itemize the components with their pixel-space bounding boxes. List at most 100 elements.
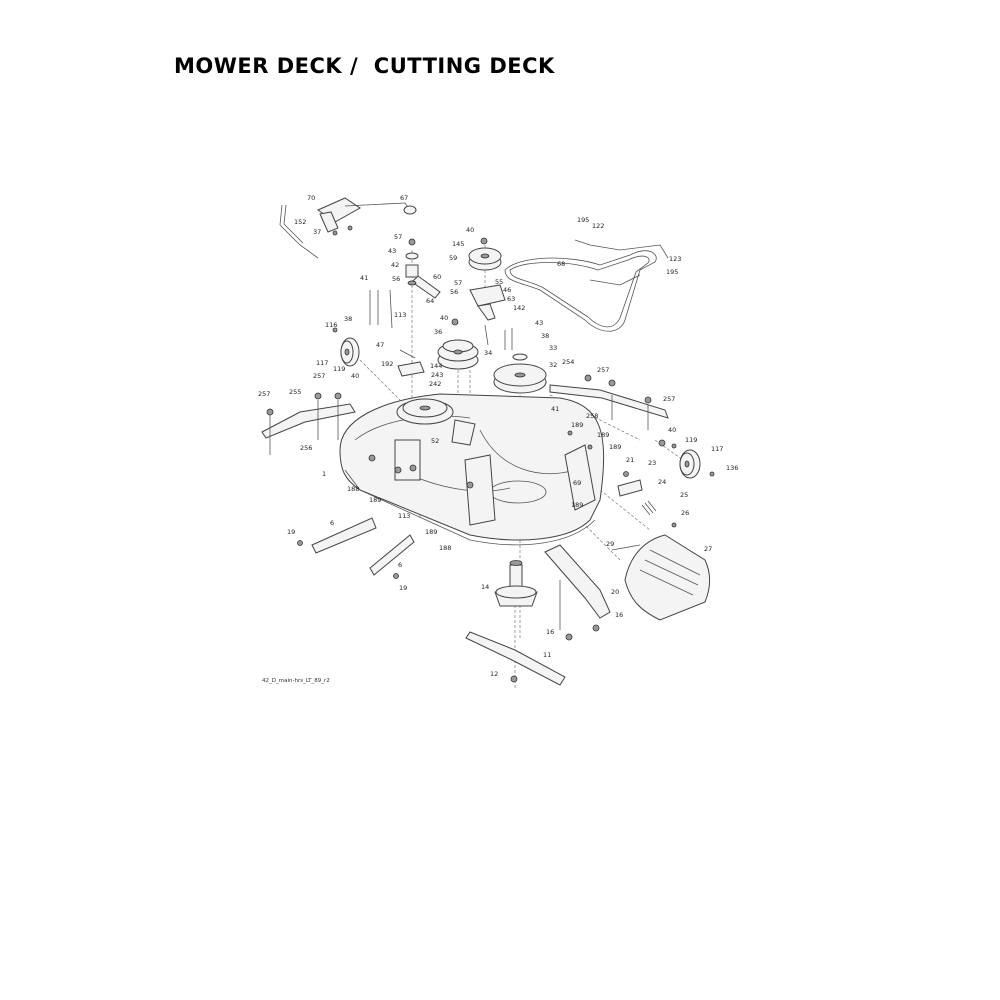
callout-c41b: 41 [551, 405, 559, 413]
callout-c256a: 256 [300, 444, 312, 452]
callout-c242: 242 [429, 380, 441, 388]
callout-c119a: 119 [333, 365, 345, 373]
callout-c257c: 257 [258, 390, 270, 398]
callout-c152: 152 [294, 218, 306, 226]
deck-shell [339, 393, 605, 546]
callout-c117b: 117 [711, 445, 723, 453]
callout-c243: 243 [431, 371, 443, 379]
callout-c188a: 188 [347, 485, 359, 493]
upper-pulley-stack [468, 237, 506, 346]
callout-c189d: 189 [369, 496, 381, 504]
callout-c40b: 40 [440, 314, 448, 322]
callout-c34: 34 [484, 349, 492, 357]
right-gauge-wheel [658, 439, 715, 479]
callout-c116: 116 [325, 321, 337, 329]
callout-c32: 32 [549, 361, 557, 369]
blade-spindle [494, 560, 538, 607]
callout-c52: 52 [431, 437, 439, 445]
callout-c59: 59 [449, 254, 457, 262]
chute-mount-parts [544, 471, 677, 641]
idler-arm-parts [369, 238, 459, 329]
left-deck-pulley [437, 339, 479, 370]
callout-c42: 42 [391, 261, 399, 269]
callout-c257a: 257 [313, 372, 325, 380]
lift-linkage-assembly [279, 197, 417, 259]
callout-c257b: 257 [597, 366, 609, 374]
callout-c21: 21 [626, 456, 634, 464]
callout-c26: 26 [681, 509, 689, 517]
callout-c69: 69 [573, 479, 581, 487]
callout-c43: 43 [388, 247, 396, 255]
callout-c41a: 41 [360, 274, 368, 282]
callout-c25: 25 [680, 491, 688, 499]
discharge-chute [624, 534, 710, 621]
callout-c189e: 189 [571, 501, 583, 509]
left-hanger-bracket [261, 392, 356, 455]
callout-c19b: 19 [399, 584, 407, 592]
callout-c119b: 119 [685, 436, 697, 444]
callout-c113b: 113 [398, 512, 410, 520]
callout-c63: 63 [507, 295, 515, 303]
callout-c47: 47 [376, 341, 384, 349]
callout-c67: 67 [400, 194, 408, 202]
callout-c136: 136 [726, 464, 738, 472]
callout-c122: 122 [592, 222, 604, 230]
callout-c258: 258 [586, 412, 598, 420]
callout-c23: 23 [648, 459, 656, 467]
callout-c142: 142 [513, 304, 525, 312]
callout-c27: 27 [704, 545, 712, 553]
callout-c68: 68 [557, 260, 565, 268]
right-deck-pulley [493, 328, 547, 394]
callout-c37: 37 [313, 228, 321, 236]
callout-c64: 64 [426, 297, 434, 305]
callout-c36: 36 [434, 328, 442, 336]
callout-c33: 33 [549, 344, 557, 352]
callout-c56b: 56 [450, 288, 458, 296]
callout-c56a: 56 [392, 275, 400, 283]
callout-c113a: 113 [394, 311, 406, 319]
callout-c16b: 16 [546, 628, 554, 636]
callout-c19a: 19 [287, 528, 295, 536]
callout-c144: 144 [430, 362, 442, 370]
callout-c195a: 195 [577, 216, 589, 224]
cutting-blade [465, 631, 566, 686]
callout-c189a: 189 [571, 421, 583, 429]
callout-c29: 29 [606, 540, 614, 548]
callout-c117a: 117 [316, 359, 328, 367]
callout-c40d: 40 [668, 426, 676, 434]
callout-c195b: 195 [666, 268, 678, 276]
callout-c254: 254 [562, 358, 574, 366]
callout-c38b: 38 [541, 332, 549, 340]
front-link-brackets [297, 517, 415, 579]
callout-c192: 192 [381, 360, 393, 368]
callout-c255: 255 [289, 388, 301, 396]
callout-c70: 70 [307, 194, 315, 202]
callout-c55: 55 [495, 278, 503, 286]
callout-c189c: 189 [609, 443, 621, 451]
callout-c40a: 40 [466, 226, 474, 234]
callout-c12: 12 [490, 670, 498, 678]
right-hanger-bracket [549, 374, 669, 430]
callout-c20: 20 [611, 588, 619, 596]
callout-c16a: 16 [615, 611, 623, 619]
callout-c189b: 189 [597, 431, 609, 439]
callout-c6b: 6 [398, 561, 402, 569]
left-gauge-wheel [332, 327, 425, 377]
callout-c123: 123 [669, 255, 681, 263]
callout-c188b: 188 [439, 544, 451, 552]
callout-c57a: 57 [394, 233, 402, 241]
callout-c46: 46 [503, 286, 511, 294]
page-title: MOWER DECK / CUTTING DECK [174, 54, 555, 78]
diagram-caption: 42_D_main-hrs_LT_89_r2 [262, 678, 330, 684]
callout-c24: 24 [658, 478, 666, 486]
callout-c257d: 257 [663, 395, 675, 403]
callout-c43b: 43 [535, 319, 543, 327]
callout-c14: 14 [481, 583, 489, 591]
callout-c38a: 38 [344, 315, 352, 323]
callout-c189f: 189 [425, 528, 437, 536]
callout-c1: 1 [322, 470, 326, 478]
callout-c6a: 6 [330, 519, 334, 527]
callout-c40c: 40 [351, 372, 359, 380]
